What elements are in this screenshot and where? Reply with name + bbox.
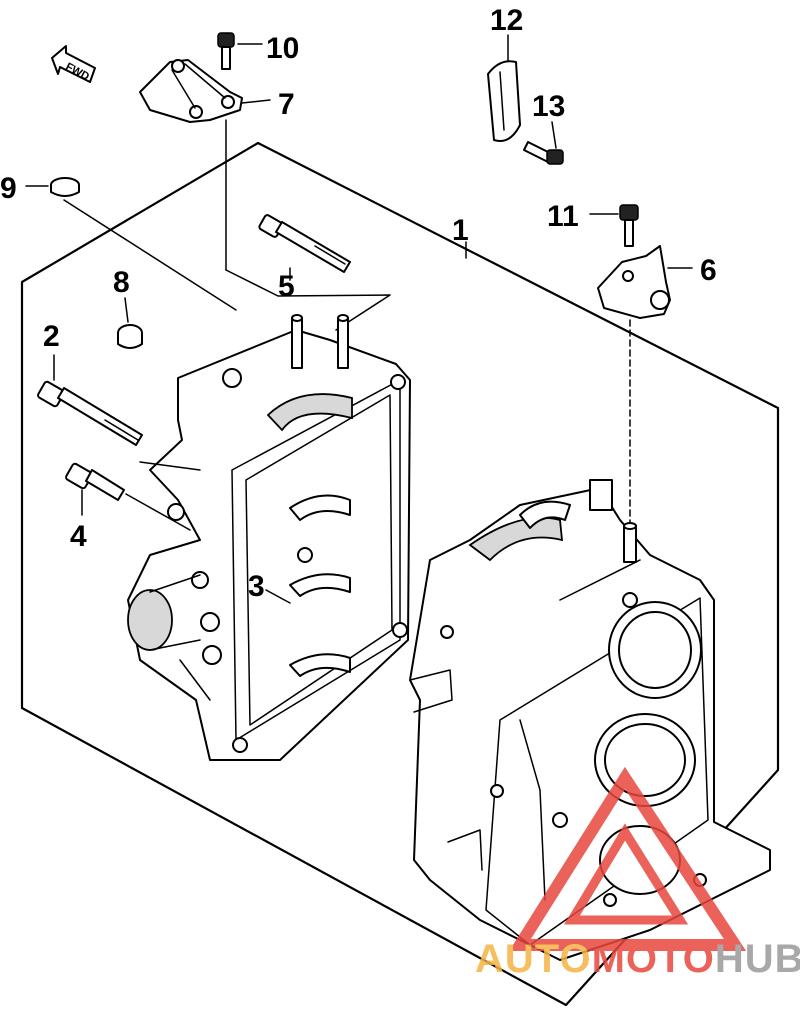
callout-6: 6: [700, 254, 717, 287]
watermark-text-hub: HUB: [715, 937, 800, 981]
callout-12: 12: [490, 4, 523, 37]
part-4-bolt: [65, 462, 191, 531]
part-5-bolt: [225, 214, 391, 331]
callout-2: 2: [43, 320, 60, 353]
callout-1: 1: [452, 214, 469, 247]
callout-4: 4: [70, 520, 87, 553]
watermark-text-moto: MOTO: [592, 937, 715, 981]
watermark: AUTOMOTOHUB: [475, 766, 800, 981]
callout-10: 10: [266, 32, 299, 65]
part-10-bolt: [217, 32, 263, 70]
part-8-cap: [117, 297, 143, 349]
crankcase-block-right: [409, 479, 771, 961]
callout-8: 8: [113, 266, 130, 299]
assembly-frame: [20, 141, 780, 1007]
callout-13: 13: [532, 90, 565, 123]
part-9-cap: [25, 177, 237, 311]
callout-5: 5: [278, 270, 295, 303]
part-7-bracket: [139, 59, 271, 271]
callout-9: 9: [0, 172, 17, 205]
crankcase-half-left: [127, 314, 411, 761]
part-12-cap: [487, 34, 521, 142]
part-6-bracket: [597, 245, 693, 526]
part-2-bolt: [37, 354, 143, 446]
watermark-text-auto: AUTO: [475, 937, 592, 981]
callout-11: 11: [547, 200, 579, 233]
forward-arrow-icon: FWD: [51, 45, 96, 83]
callout-7: 7: [278, 88, 295, 121]
svg-text:AUTOMOTOHUB: AUTOMOTOHUB: [475, 937, 800, 981]
watermark-triangle: [509, 766, 747, 951]
part-11-bolt: [589, 204, 639, 247]
callout-3: 3: [248, 570, 265, 603]
part-13-bolt: [523, 121, 564, 165]
